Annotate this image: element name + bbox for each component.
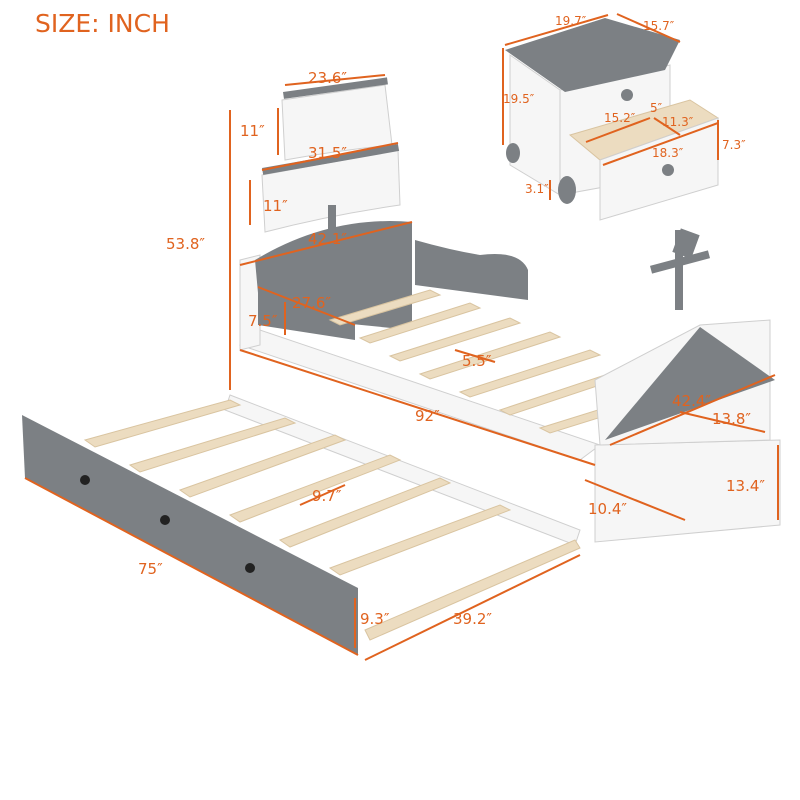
bed-length-label: 92″ (415, 407, 440, 425)
total-height-label: 53.8″ (166, 235, 205, 253)
trundle-front-panel (22, 415, 358, 655)
drawer-knob (621, 89, 633, 101)
bed-slat-gap-label: 5.5″ (462, 352, 492, 370)
trundle-knob (245, 563, 255, 573)
drawer-knob (662, 164, 674, 176)
drawer-front-width-label: 18.3″ (652, 146, 684, 160)
headboard-post (239, 254, 261, 351)
upper-panel-width-label: 23.6″ (308, 69, 347, 87)
lower-panel-width-label: 31.5″ (308, 144, 347, 162)
nightstand-width-label: 19.7″ (555, 14, 587, 28)
trundle (22, 394, 581, 655)
headboard-width-label: 42.1″ (308, 230, 347, 248)
nightstand-height-label: 19.5″ (503, 92, 535, 106)
trundle-height-label: 9.3″ (360, 610, 390, 628)
side-rail-height-label: 7.5″ (248, 312, 278, 330)
trundle-back-rail (224, 394, 581, 546)
bed-dimension-lines (24, 74, 779, 661)
trundle-knob (80, 475, 90, 485)
nightstand (505, 18, 720, 221)
bed-slats (328, 289, 642, 434)
bed-frame (238, 221, 781, 543)
nightstand-leg-height-label: 3.1″ (525, 182, 549, 196)
upper-panel-height-label: 11″ (240, 122, 265, 140)
windmill-decoration (649, 228, 711, 310)
side-guard-panel (415, 240, 528, 300)
trundle-width-label: 39.2″ (453, 610, 492, 628)
sail-panels (261, 77, 401, 233)
drawer-inner-height-label: 5″ (650, 101, 663, 115)
side-rail-length-label: 27.6″ (292, 294, 331, 312)
nightstand-depth-label: 15.7″ (643, 19, 675, 33)
nightstand-top (505, 18, 680, 92)
trundle-slat-gap-label: 9.7″ (312, 487, 342, 505)
frame-height-label: 10.4″ (588, 500, 627, 518)
drawer-inner-width-label: 15.2″ (604, 111, 636, 125)
size-unit-title: SIZE: INCH (35, 9, 170, 38)
drawer-inner-depth-label: 11.3″ (662, 115, 694, 129)
nightstand-leg (506, 143, 520, 163)
lower-panel-height-label: 11″ (263, 197, 288, 215)
boat-bow-deck (605, 327, 775, 440)
bow-height-label: 13.4″ (726, 477, 765, 495)
drawer-front (599, 117, 719, 221)
trundle-slats (83, 399, 581, 641)
lower-sail-panel (261, 149, 401, 233)
nightstand-dimension-lines (502, 13, 719, 200)
nightstand-leg (558, 176, 576, 204)
trundle-knob (160, 515, 170, 525)
trundle-length-label: 75″ (138, 560, 163, 578)
bow-depth-label: 13.8″ (712, 410, 751, 428)
mast-post (328, 205, 336, 233)
drawer-front-height-label: 7.3″ (722, 138, 746, 152)
bow-width-label: 42.4″ (672, 392, 711, 410)
